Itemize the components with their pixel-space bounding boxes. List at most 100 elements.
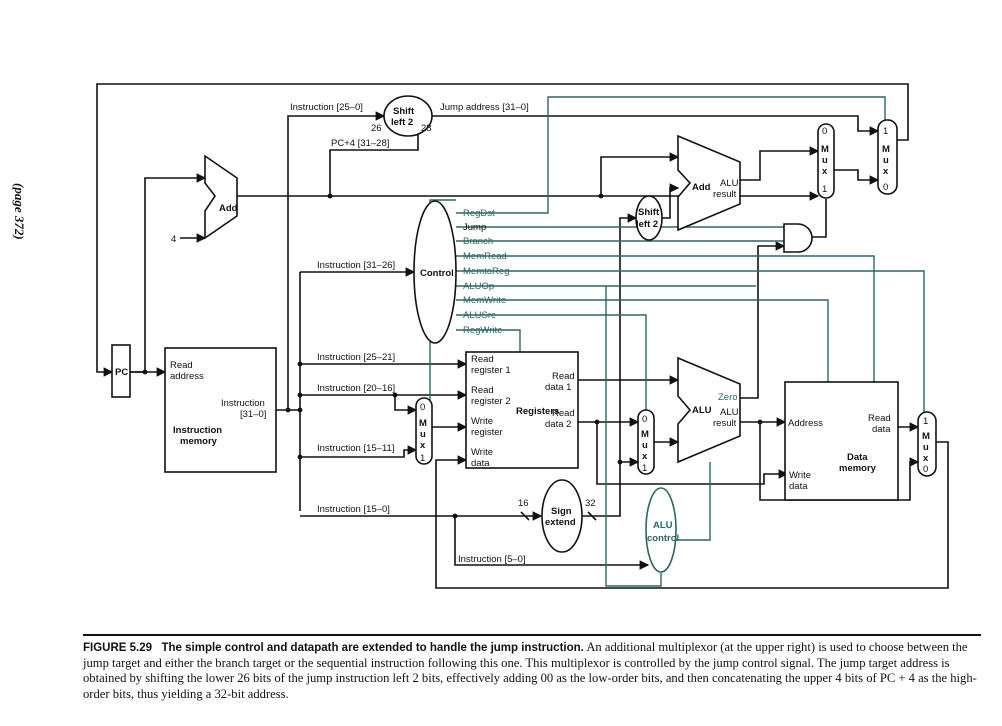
svg-text:data: data (789, 481, 808, 492)
figure-title: The simple control and datapath are exte… (161, 642, 584, 654)
svg-text:data 2: data 2 (545, 419, 571, 430)
svg-text:memory: memory (180, 436, 218, 447)
svg-text:memory: memory (839, 463, 877, 474)
svg-text:ALU: ALU (692, 405, 712, 416)
svg-text:x: x (420, 440, 426, 451)
main-alu: ALU Zero ALU result (677, 356, 741, 464)
svg-text:u: u (642, 440, 648, 451)
svg-text:ALU: ALU (653, 520, 673, 531)
svg-text:control: control (647, 533, 679, 544)
memtoreg-mux: 1 M u x 0 (917, 411, 937, 477)
branch-adder: Add ALU result (677, 134, 741, 232)
svg-text:M: M (641, 429, 649, 440)
svg-text:Instruction: Instruction (221, 398, 265, 409)
svg-text:x: x (923, 453, 929, 464)
figure-body: An additional multiplexor (at the upper … (83, 640, 977, 701)
svg-text:register 2: register 2 (471, 396, 511, 407)
svg-text:1: 1 (642, 463, 647, 474)
svg-text:Shift: Shift (393, 106, 415, 117)
svg-text:data 1: data 1 (545, 382, 571, 393)
svg-text:Read: Read (552, 408, 575, 419)
shift-left-branch: Shift left 2 (635, 195, 663, 241)
svg-text:Instruction [5–0]: Instruction [5–0] (458, 554, 526, 565)
svg-text:Sign: Sign (551, 506, 572, 517)
signal-memwrite: MemWrite (463, 295, 506, 306)
signal-regwrite: RegWrite (463, 325, 502, 336)
svg-text:u: u (883, 155, 889, 166)
svg-text:Write: Write (471, 447, 493, 458)
svg-text:[31–0]: [31–0] (240, 409, 266, 420)
pc-adder: Add (204, 154, 238, 240)
figure-number: FIGURE 5.29 (83, 642, 153, 654)
svg-text:M: M (922, 431, 930, 442)
pc-adder-label: Add (219, 203, 238, 214)
svg-text:Shift: Shift (638, 207, 660, 218)
svg-text:Zero: Zero (718, 392, 738, 403)
alu-control: ALU control (645, 487, 679, 573)
svg-text:1: 1 (822, 184, 827, 195)
svg-text:16: 16 (518, 498, 529, 509)
svg-text:u: u (822, 155, 828, 166)
figure-caption: FIGURE 5.29 The simple control and datap… (83, 640, 981, 702)
control-signal-labels: RegDst Jump Branch MemRead MemtoReg ALUO… (463, 208, 509, 336)
svg-text:Instruction [20–16]: Instruction [20–16] (317, 383, 395, 394)
svg-text:data: data (471, 458, 490, 469)
svg-text:0: 0 (420, 402, 425, 413)
svg-text:Read: Read (552, 371, 575, 382)
jump-mux: 1 M u x 0 (877, 119, 898, 195)
signal-memread: MemRead (463, 251, 507, 262)
svg-text:Control: Control (420, 268, 454, 279)
svg-text:Instruction [15–0]: Instruction [15–0] (317, 504, 390, 515)
svg-text:PC+4 [31–28]: PC+4 [31–28] (331, 138, 389, 149)
svg-text:register 1: register 1 (471, 365, 511, 376)
svg-text:Read: Read (471, 354, 494, 365)
svg-text:32: 32 (585, 498, 596, 509)
svg-text:Read: Read (868, 413, 891, 424)
sign-extend: Sign extend 16 32 (518, 479, 596, 553)
signal-regdst: RegDst (463, 208, 495, 219)
signal-aluop: ALUOp (463, 281, 494, 292)
svg-text:M: M (419, 418, 427, 429)
svg-text:Read: Read (170, 360, 193, 371)
svg-text:Write: Write (789, 470, 811, 481)
regdst-mux: 0 M u x 1 (415, 397, 433, 465)
signal-branch: Branch (463, 236, 493, 247)
svg-text:Data: Data (847, 452, 868, 463)
instruction-memory: Read address Instruction [31–0] Instruct… (164, 347, 277, 473)
constant-four: 4 (171, 234, 176, 245)
svg-text:0: 0 (642, 414, 647, 425)
svg-text:Jump address [31–0]: Jump address [31–0] (440, 102, 529, 113)
svg-text:0: 0 (822, 126, 827, 137)
wire-labels: Instruction [25–0] Jump address [31–0] P… (290, 102, 529, 565)
junction-dots (142, 193, 763, 519)
svg-text:Instruction [25–0]: Instruction [25–0] (290, 102, 363, 113)
branch-mux: 0 M u x 1 (817, 123, 835, 199)
svg-text:x: x (883, 166, 889, 177)
svg-text:Instruction [25–21]: Instruction [25–21] (317, 352, 395, 363)
datapath-diagram: PC Add 4 Read address Instruction [31–0]… (96, 83, 949, 589)
svg-text:1: 1 (420, 453, 425, 464)
page-note: (page 372) (12, 183, 27, 240)
signal-jump: Jump (463, 222, 486, 233)
svg-text:Instruction: Instruction (173, 425, 222, 436)
pc-label: PC (115, 367, 128, 378)
svg-text:x: x (822, 166, 828, 177)
svg-text:ALU: ALU (720, 407, 739, 418)
pc-register: PC (111, 344, 131, 398)
svg-text:x: x (642, 451, 648, 462)
svg-text:Address: Address (788, 418, 823, 429)
svg-text:0: 0 (883, 182, 888, 193)
control-unit: Control (413, 200, 457, 344)
svg-text:extend: extend (545, 517, 576, 528)
caption-rule (83, 634, 981, 636)
alusrc-mux: 0 M u x 1 (637, 409, 655, 475)
svg-text:ALU: ALU (720, 178, 739, 189)
svg-text:M: M (882, 144, 890, 155)
svg-text:Registers: Registers (516, 406, 559, 417)
svg-text:result: result (713, 189, 737, 200)
svg-text:1: 1 (883, 126, 888, 137)
svg-text:u: u (923, 442, 929, 453)
svg-text:Instruction [31–26]: Instruction [31–26] (317, 260, 395, 271)
shift-left-jump: Shift left 2 26 28 (371, 95, 433, 137)
svg-text:Read: Read (471, 385, 494, 396)
